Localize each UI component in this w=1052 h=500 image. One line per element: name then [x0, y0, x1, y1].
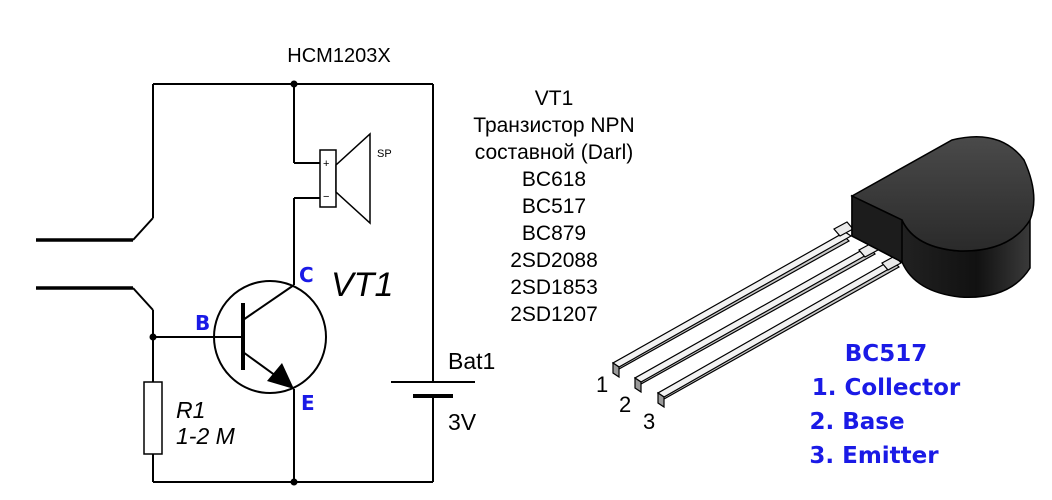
info-line: BC879: [522, 222, 586, 245]
speaker-minus-sign: −: [323, 191, 329, 203]
info-line: 2SD1207: [510, 303, 598, 326]
info-line: составной (Darl): [475, 141, 633, 164]
collector-label: C: [299, 263, 314, 287]
junction-top: [290, 80, 298, 88]
transistor-name: VT1: [331, 266, 393, 304]
pin-number-3: 3: [643, 409, 655, 434]
lead-3: [656, 255, 903, 409]
touch-contact-2-diag: [132, 287, 154, 311]
info-line: 2SD2088: [510, 249, 598, 272]
legend-title: BC517: [845, 341, 927, 367]
info-line: VT1: [535, 87, 574, 110]
info-line: BC618: [522, 168, 586, 191]
transistor-info: VT1 Транзистор NPN составной (Darl) BC61…: [473, 87, 634, 326]
info-line: Транзистор NPN: [473, 114, 634, 137]
junction-bottom: [290, 478, 298, 486]
pin-number-1: 1: [596, 372, 608, 397]
speaker-cone: [335, 132, 371, 225]
to92-package: [611, 136, 1035, 409]
emitter-label: E: [301, 391, 315, 415]
transistor-collector-lead: [242, 284, 295, 321]
battery-voltage: 3V: [448, 409, 477, 435]
legend-pin-2: 2. Base: [809, 409, 904, 435]
speaker-label: SP: [377, 148, 392, 160]
package-body-top: [850, 136, 1035, 252]
speaker-symbol: [319, 132, 371, 225]
lead-1: [611, 221, 854, 379]
legend-pin-3: 3. Emitter: [809, 443, 939, 469]
touch-contact-1-diag: [132, 217, 154, 241]
package-body-flat-edge: [851, 194, 903, 264]
pinout-legend: BC517 1. Collector 2. Base 3. Emitter: [809, 341, 961, 469]
schematic-title: HCM1203X: [287, 45, 390, 67]
resistor-name: R1: [176, 397, 205, 423]
emitter-arrow: [267, 363, 294, 389]
junction-base: [149, 333, 157, 341]
lead-2: [633, 242, 879, 394]
resistor-body: [143, 381, 163, 455]
base-label: B: [195, 311, 210, 335]
schematic: [36, 83, 434, 483]
legend-pin-1: 1. Collector: [812, 375, 961, 401]
speaker-plus-sign: +: [323, 158, 329, 170]
resistor-value: 1-2 M: [176, 423, 236, 449]
battery-name: Bat1: [448, 348, 495, 374]
pin-number-2: 2: [619, 392, 631, 417]
info-line: BC517: [522, 195, 586, 218]
info-line: 2SD1853: [510, 276, 598, 299]
transistor-body: [213, 280, 327, 394]
